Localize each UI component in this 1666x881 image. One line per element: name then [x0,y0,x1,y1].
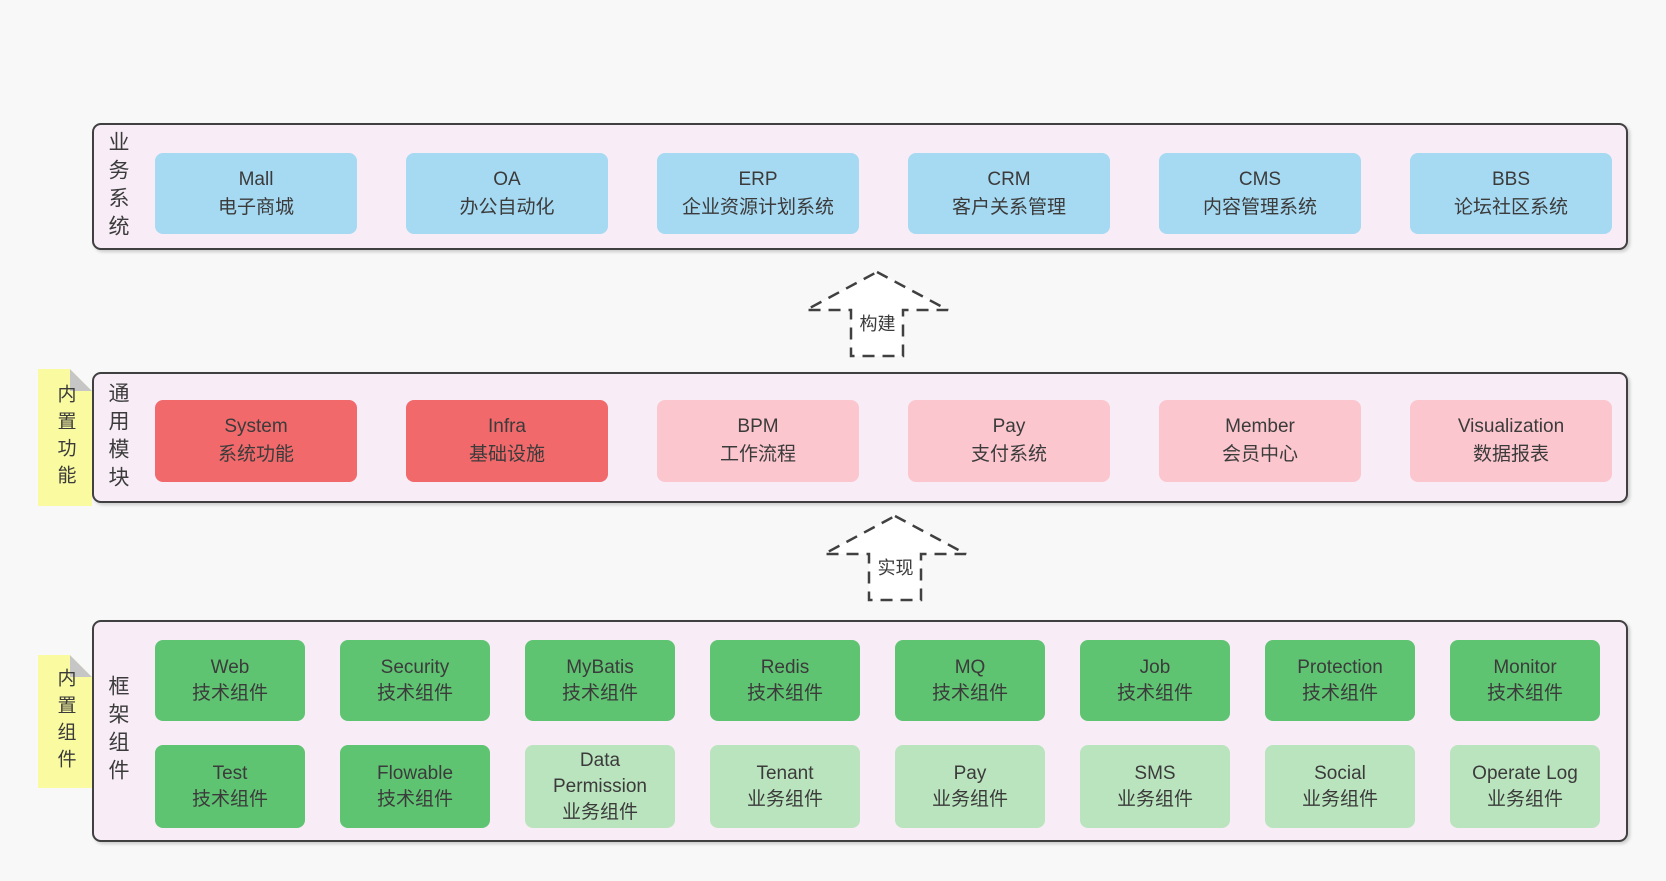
node-title: MQ [954,656,986,678]
node-subtitle: 业务组件 [931,788,1008,810]
node-title: BBS [1491,168,1531,190]
node-subtitle: 技术组件 [191,788,268,810]
node-title: ERP [738,168,778,190]
layer-business-systems: 业务系统 Mall 电子商城 OA 办公自动化 ERP 企业资源计划系统 CRM… [92,123,1628,250]
node-subtitle: 技术组件 [1116,682,1193,704]
node-title: Security [380,656,450,678]
sticky-note-builtin-features: 内置功能 [38,369,92,506]
node-operate-log: Operate Log 业务组件 [1450,745,1600,828]
node-monitor: Monitor 技术组件 [1450,640,1600,721]
node-bpm: BPM 工作流程 [657,400,859,482]
node-title: Member [1225,416,1295,437]
node-data-permission: Data Permission 业务组件 [525,745,675,828]
node-cms: CMS 内容管理系统 [1159,153,1361,234]
node-subtitle: 技术组件 [191,682,268,704]
node-title: MyBatis [566,656,634,678]
node-subtitle: 技术组件 [376,682,453,704]
node-subtitle: 客户关系管理 [951,196,1066,218]
node-subtitle: 论坛社区系统 [1453,196,1568,218]
node-subtitle: 电子商城 [217,196,294,218]
node-subtitle: 技术组件 [746,682,823,704]
node-title: Operate Log [1472,762,1578,784]
node-title: Redis [760,656,810,678]
node-crm: CRM 客户关系管理 [908,153,1110,234]
node-redis: Redis 技术组件 [710,640,860,721]
node-mybatis: MyBatis 技术组件 [525,640,675,721]
node-erp: ERP 企业资源计划系统 [657,153,859,234]
node-title: CRM [987,168,1031,190]
node-title: CMS [1238,168,1282,190]
node-security: Security 技术组件 [340,640,490,721]
node-subtitle: 技术组件 [1301,682,1378,704]
node-title: SMS [1134,762,1176,784]
node-title: Pay [953,762,987,784]
node-title: Flowable [376,762,454,784]
layer-common-modules: 通用模块 System 系统功能 Infra 基础设施 BPM 工作流程 Pay… [92,372,1628,503]
node-title: Social [1314,762,1366,784]
node-subtitle: 办公自动化 [459,196,555,218]
node-social: Social 业务组件 [1265,745,1415,828]
node-title: Pay [992,416,1026,437]
node-test: Test 技术组件 [155,745,305,828]
up-arrow-implement: 实现 [818,510,973,605]
sticky-label: 内置组件 [54,667,76,776]
node-flowable: Flowable 技术组件 [340,745,490,828]
node-subtitle: 系统功能 [217,444,294,465]
node-mq: MQ 技术组件 [895,640,1045,721]
node-web: Web 技术组件 [155,640,305,721]
node-subtitle: 工作流程 [719,444,796,465]
node-subtitle: 会员中心 [1221,444,1298,465]
node-title: Data Permission [553,749,647,797]
arrow-label-implement: 实现 [873,553,918,581]
node-title: Mall [238,168,274,190]
node-title: Protection [1297,656,1383,678]
node-subtitle: 业务组件 [561,801,638,823]
node-member: Member 会员中心 [1159,400,1361,482]
sticky-label: 内置功能 [54,383,76,492]
node-oa: OA 办公自动化 [406,153,608,234]
node-title: Test [212,762,248,784]
node-subtitle: 业务组件 [1116,788,1193,810]
node-subtitle: 业务组件 [1301,788,1378,810]
node-title: Web [210,656,250,678]
layer-label-modules: 通用模块 [106,381,129,494]
up-arrow-build: 构建 [800,266,955,361]
node-pay-component: Pay 业务组件 [895,745,1045,828]
layer-label-business: 业务系统 [106,130,129,243]
node-subtitle: 技术组件 [1486,682,1563,704]
node-sms: SMS 业务组件 [1080,745,1230,828]
node-subtitle: 业务组件 [1486,788,1563,810]
node-infra: Infra 基础设施 [406,400,608,482]
node-tenant: Tenant 业务组件 [710,745,860,828]
node-subtitle: 技术组件 [376,788,453,810]
node-subtitle: 数据报表 [1472,444,1549,465]
arrow-label-build: 构建 [855,309,900,337]
node-title: Tenant [756,762,814,784]
node-subtitle: 业务组件 [746,788,823,810]
node-subtitle: 基础设施 [468,444,545,465]
node-mall: Mall 电子商城 [155,153,357,234]
node-title: OA [493,168,521,190]
node-bbs: BBS 论坛社区系统 [1410,153,1612,234]
node-subtitle: 企业资源计划系统 [681,196,834,218]
node-title: Job [1139,656,1171,678]
node-title: Infra [487,416,527,437]
node-title: BPM [737,416,779,437]
node-subtitle: 内容管理系统 [1202,196,1317,218]
node-title: Monitor [1493,656,1557,678]
node-subtitle: 技术组件 [931,682,1008,704]
layer-label-components: 框架组件 [106,675,129,787]
node-pay: Pay 支付系统 [908,400,1110,482]
node-title: System [224,416,288,437]
node-job: Job 技术组件 [1080,640,1230,721]
node-subtitle: 技术组件 [561,682,638,704]
node-title: Visualization [1457,416,1565,437]
node-protection: Protection 技术组件 [1265,640,1415,721]
node-visualization: Visualization 数据报表 [1410,400,1612,482]
node-system: System 系统功能 [155,400,357,482]
sticky-note-builtin-components: 内置组件 [38,655,92,788]
node-subtitle: 支付系统 [970,444,1047,465]
layer-framework-components: 框架组件 Web 技术组件 Security 技术组件 MyBatis 技术组件… [92,620,1628,842]
